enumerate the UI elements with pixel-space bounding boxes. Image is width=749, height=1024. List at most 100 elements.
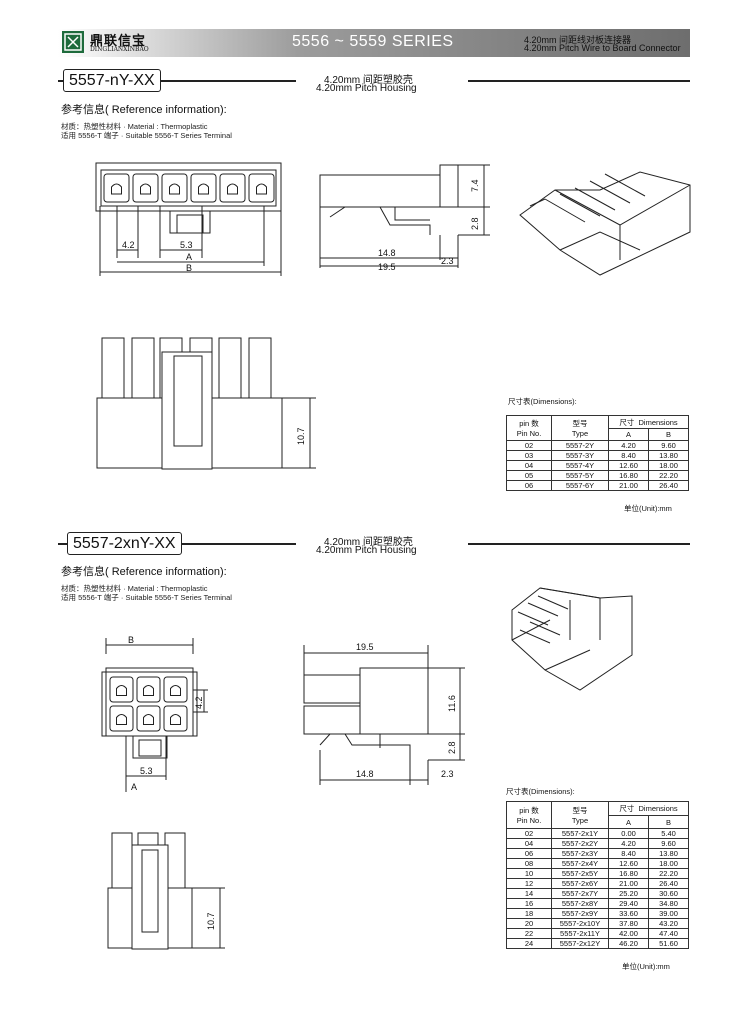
s2-label-f: 11.6	[447, 695, 457, 712]
dim-a-cell: 42.00	[608, 928, 649, 939]
terminal-slot	[143, 714, 154, 725]
pin-cell: 06	[506, 848, 552, 859]
section1-pitch-en: 4.20mm Pitch Housing	[316, 83, 417, 94]
type-cell: 5557-2x4Y	[551, 858, 609, 869]
dim-b-cell: 5.40	[647, 828, 690, 839]
terminal-slot	[140, 183, 151, 195]
section2-unit: 单位(Unit):mm	[622, 962, 670, 971]
terminal-cavity	[132, 173, 159, 203]
terminal-slot	[198, 183, 209, 195]
dim-b-cell: 22.20	[647, 868, 690, 879]
s1-th-b: B	[647, 428, 690, 441]
s1-isometric-view	[519, 171, 691, 276]
type-cell: 5557-3Y	[551, 450, 609, 461]
section2-material: 材质：热塑性材料 · Material : Thermoplastic	[61, 584, 208, 593]
terminal-cavity	[136, 705, 161, 732]
pin-cell: 20	[506, 918, 552, 929]
s2-label-i: 2.3	[441, 769, 454, 779]
dim-b-cell: 34.80	[647, 898, 690, 909]
s1-front-housing	[95, 162, 282, 212]
pin-cell: 10	[506, 868, 552, 879]
section2-pitch-en: 4.20mm Pitch Housing	[316, 545, 417, 556]
terminal-slot	[227, 183, 238, 195]
type-cell: 5557-2x5Y	[551, 868, 609, 879]
dim-a-cell: 16.80	[608, 868, 649, 879]
terminal-cavity	[163, 705, 188, 732]
s1-label-j: 10.7	[296, 427, 306, 445]
dim-a-cell: 33.60	[608, 908, 649, 919]
section2-ref-title: 参考信息( Reference information):	[61, 566, 227, 578]
s2-side-housing	[359, 667, 429, 735]
s2-th-b: B	[647, 815, 690, 829]
pin-cell: 22	[506, 928, 552, 939]
header-bar	[58, 29, 690, 57]
pin-cell: 06	[506, 480, 552, 491]
s2-label-g: 2.8	[447, 741, 457, 754]
type-cell: 5557-2x3Y	[551, 848, 609, 859]
s1-side-housing	[319, 174, 441, 208]
dim-a-cell: 8.40	[608, 848, 649, 859]
terminal-cavity	[163, 676, 188, 703]
pin-cell: 03	[506, 450, 552, 461]
terminal-slot	[143, 685, 154, 696]
type-cell: 5557-4Y	[551, 460, 609, 471]
dim-a-cell: 16.80	[608, 470, 649, 481]
type-cell: 5557-2x2Y	[551, 838, 609, 849]
section1-material: 材质：热塑性材料 · Material : Thermoplastic	[61, 122, 208, 131]
section1-rule-left	[58, 80, 296, 82]
terminal-cavity	[109, 705, 134, 732]
section2-terminal: 适用 5556-T 端子 · Suitable 5556-T Series Te…	[61, 593, 232, 602]
terminal-slot	[111, 183, 122, 195]
s1-label-a: 4.2	[122, 240, 135, 250]
dim-b-cell: 26.40	[647, 480, 690, 491]
s2-top-housing	[107, 887, 193, 949]
dim-b-cell: 9.60	[647, 838, 690, 849]
terminal-cavity	[190, 173, 217, 203]
terminal-cavity	[103, 173, 130, 203]
section1-ref-title: 参考信息( Reference information):	[61, 104, 227, 116]
dim-b-cell: 51.60	[647, 938, 690, 949]
pin-cell: 16	[506, 898, 552, 909]
dim-a-cell: 21.00	[608, 480, 649, 491]
dim-a-cell: 21.00	[608, 878, 649, 889]
s2-isometric-view	[511, 587, 633, 691]
dim-b-cell: 13.80	[647, 848, 690, 859]
terminal-cavity	[219, 173, 246, 203]
s1-label-g: 14.8	[378, 248, 396, 258]
s2-th-dims: 尺寸 Dimensions	[608, 801, 689, 816]
dim-b-cell: 39.00	[647, 908, 690, 919]
s2-front-housing	[105, 667, 194, 737]
type-cell: 5557-2x12Y	[551, 938, 609, 949]
s1-label-f: 2.8	[470, 217, 480, 230]
section2-rule-right	[468, 543, 690, 545]
pin-cell: 14	[506, 888, 552, 899]
s2-label-j: 10.7	[206, 912, 216, 930]
s1-top-housing	[96, 397, 283, 469]
terminal-cavity	[109, 676, 134, 703]
pin-cell: 04	[506, 460, 552, 471]
s2-label-d: A	[131, 782, 137, 792]
pin-cell: 24	[506, 938, 552, 949]
header-desc-en: 4.20mm Pitch Wire to Board Connector	[524, 43, 681, 53]
dim-a-cell: 8.40	[608, 450, 649, 461]
dim-a-cell: 4.20	[608, 440, 649, 451]
s2-label-a: B	[128, 635, 134, 645]
terminal-cavity	[136, 676, 161, 703]
